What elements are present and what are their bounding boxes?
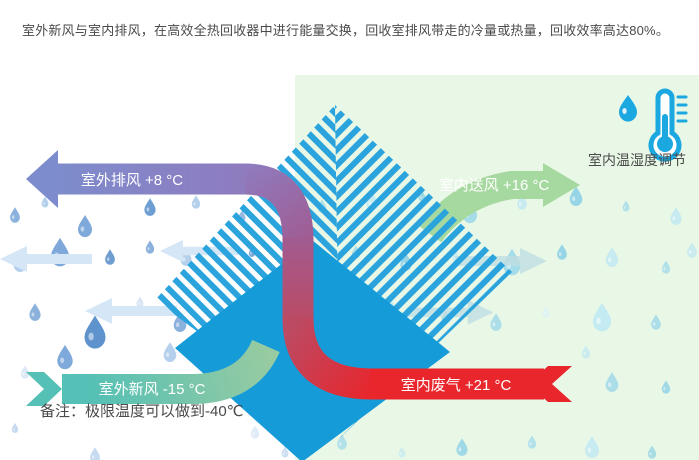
thermometer-icon (648, 88, 688, 162)
decor (78, 215, 92, 238)
footnote: 备注：极限温度可以做到-40℃ (40, 403, 244, 420)
decor (84, 315, 106, 349)
exhaust-ribbon (26, 150, 572, 402)
page-title: 室外新风与室内排风，在高效全热回收器中进行能量交换，回收室排风带走的冷量或热量，… (22, 23, 670, 38)
decor (163, 342, 177, 362)
decor (0, 246, 92, 272)
flow-label-fresh-in: 室外新风 -15 °C (99, 381, 206, 398)
exhaust-out-arrowhead (26, 150, 58, 208)
decor (191, 195, 201, 209)
decor (29, 303, 41, 321)
supply-air-arrowhead (543, 163, 580, 207)
decor (57, 344, 73, 370)
return-air-chevron (528, 366, 572, 402)
decor (105, 249, 115, 265)
flow-label-supply-in: 室内送风 +16 °C (439, 177, 550, 194)
indoor-climate-icon-wrap (610, 88, 690, 164)
decor (10, 207, 20, 223)
fresh-air-chevron (26, 372, 62, 406)
decor (144, 198, 156, 216)
thermometer-droplet-icon (619, 88, 688, 162)
fresh-air-band (62, 339, 280, 404)
decor (145, 240, 155, 254)
flow-label-exhaust-out: 室外排风 +8 °C (81, 172, 183, 189)
indoor-climate-label: 室内温湿度调节 (588, 152, 686, 168)
flow-label-return-air: 室内废气 +21 °C (401, 377, 512, 394)
droplet-icon (619, 95, 637, 122)
decor (90, 447, 100, 460)
decor (250, 425, 260, 439)
decor (11, 423, 19, 433)
decor (136, 296, 144, 308)
